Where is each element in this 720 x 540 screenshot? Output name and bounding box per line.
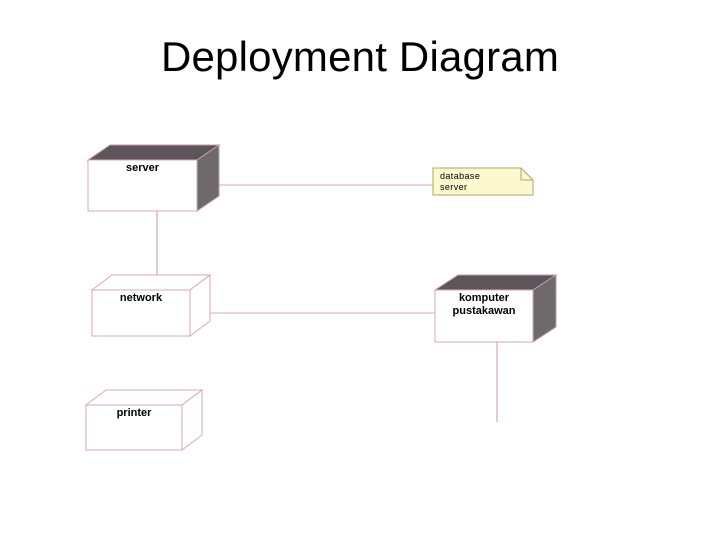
note-database-server[interactable] xyxy=(432,167,534,196)
page-title: Deployment Diagram xyxy=(160,33,560,80)
note-database-server-body xyxy=(432,167,534,196)
note-database-server-fold xyxy=(520,168,533,181)
node-network[interactable] xyxy=(90,274,212,337)
node-printer-front-face xyxy=(85,404,183,451)
node-network-front-face xyxy=(91,289,191,337)
node-komputer-pustakawan[interactable] xyxy=(433,274,558,343)
node-server-front-face xyxy=(87,159,198,212)
node-server-top-face xyxy=(86,144,221,161)
node-server[interactable] xyxy=(86,144,221,212)
node-printer[interactable] xyxy=(84,389,204,451)
node-komputer-pustakawan-front-face xyxy=(434,289,534,343)
